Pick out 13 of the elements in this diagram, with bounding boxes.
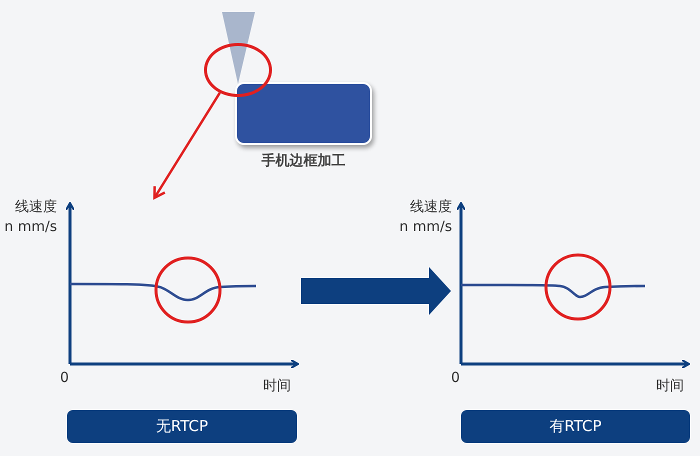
axis-label: 时间 — [656, 377, 684, 395]
arrow — [153, 92, 221, 200]
unit-label: n mm/s — [4, 219, 57, 235]
origin-label: 0 — [60, 370, 69, 386]
caption-text: 手机边框加工 — [260, 152, 346, 170]
caption-bar: 有RTCP — [461, 410, 690, 443]
axis-label: 线速度 — [410, 198, 452, 216]
axis-label: 线速度 — [15, 198, 57, 216]
block-arrow — [301, 267, 451, 315]
origin-label: 0 — [451, 370, 460, 386]
unit-label: n mm/s — [399, 219, 452, 235]
axis-label: 时间 — [263, 377, 291, 395]
caption-bar: 无RTCP — [67, 410, 297, 443]
